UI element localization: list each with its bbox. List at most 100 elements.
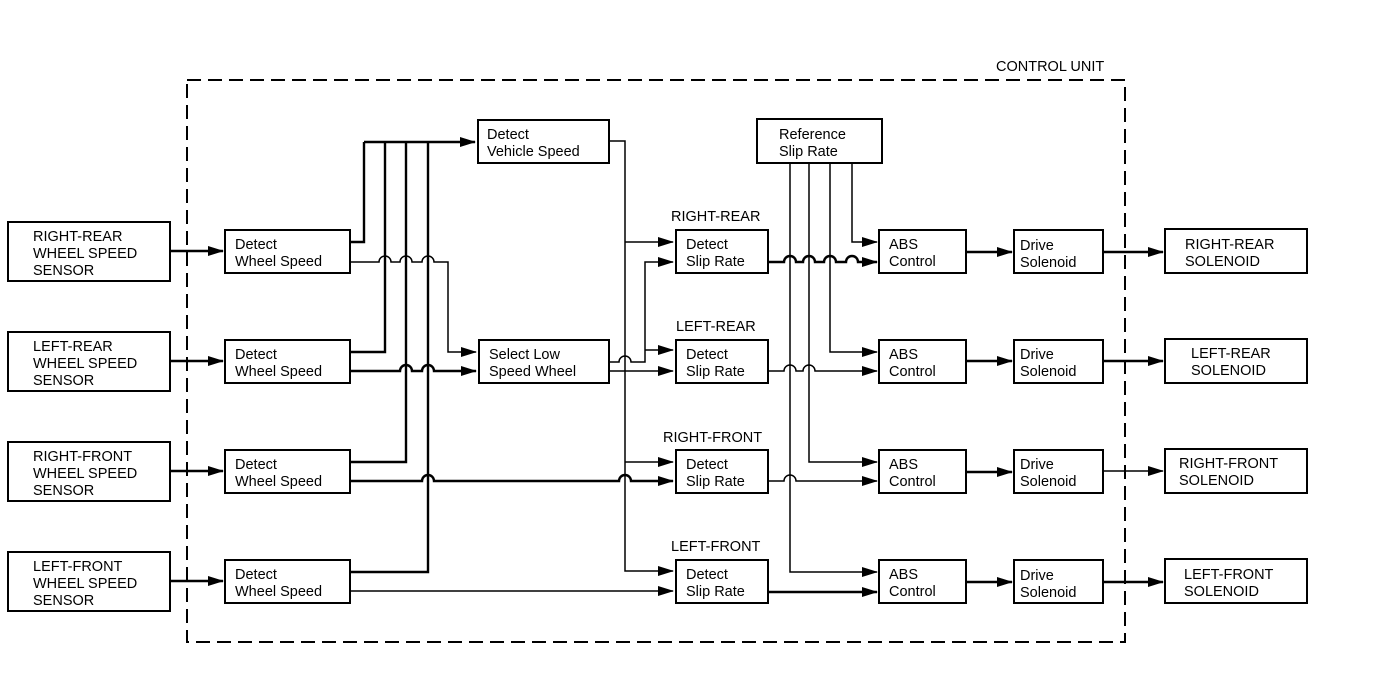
wire-slip-to-abs-lr xyxy=(768,364,878,376)
channel-label-lf: LEFT-FRONT xyxy=(671,539,761,555)
wire-lr-to-bus xyxy=(350,142,387,354)
block-label: ABS xyxy=(889,457,918,473)
detect-wheel-speed-lf: Detect Wheel Speed xyxy=(224,559,351,604)
block-label: Wheel Speed xyxy=(235,364,322,380)
block-label: ABS xyxy=(889,567,918,583)
sensor-label: WHEEL SPEED xyxy=(33,466,137,482)
block-label: Solenoid xyxy=(1020,364,1076,380)
block-label: Detect xyxy=(686,457,728,473)
block-label: Detect xyxy=(487,127,529,143)
block-label: Wheel Speed xyxy=(235,254,322,270)
wire-rr-to-select xyxy=(350,255,477,357)
detect-slip-rate-rf: Detect Slip Rate xyxy=(675,449,769,494)
block-label: Reference xyxy=(779,127,846,143)
drive-solenoid-rr: Drive Solenoid xyxy=(1013,229,1104,274)
block-label: Speed Wheel xyxy=(489,364,576,380)
wire-lr-to-select xyxy=(350,363,477,376)
detect-slip-rate-rr: Detect Slip Rate xyxy=(675,229,769,274)
solenoid-rr: RIGHT-REAR SOLENOID xyxy=(1164,228,1308,274)
solenoid-lf: LEFT-FRONT SOLENOID xyxy=(1164,558,1308,604)
block-label: Detect xyxy=(235,347,277,363)
solenoid-rf: RIGHT-FRONT SOLENOID xyxy=(1164,448,1308,494)
solenoid-label: SOLENOID xyxy=(1185,254,1260,270)
wire-select-to-slip xyxy=(609,257,674,363)
solenoid-label: SOLENOID xyxy=(1184,584,1259,600)
block-label: ABS xyxy=(889,237,918,253)
drive-solenoid-lr: Drive Solenoid xyxy=(1013,339,1104,384)
sensor-rr: RIGHT-REAR WHEEL SPEED SENSOR xyxy=(7,221,171,282)
abs-control-lr: ABS Control xyxy=(878,339,967,384)
wire-slip-to-abs-rr xyxy=(768,254,878,267)
sensor-label: RIGHT-REAR xyxy=(33,229,122,245)
block-label: Detect xyxy=(686,237,728,253)
abs-control-rf: ABS Control xyxy=(878,449,967,494)
reference-slip-rate: Reference Slip Rate xyxy=(756,118,883,164)
block-label: Drive xyxy=(1020,238,1054,254)
block-label: ABS xyxy=(889,347,918,363)
channel-label-rf: RIGHT-FRONT xyxy=(663,430,762,446)
sensor-rf: RIGHT-FRONT WHEEL SPEED SENSOR xyxy=(7,441,171,502)
solenoid-label: LEFT-FRONT xyxy=(1184,567,1274,583)
wire-ref-to-abs-lf xyxy=(789,163,878,577)
block-label: Solenoid xyxy=(1020,585,1076,601)
block-label: Vehicle Speed xyxy=(487,144,580,160)
sensor-label: LEFT-FRONT xyxy=(33,559,123,575)
wire-rf-to-bus xyxy=(350,142,408,464)
solenoid-label: SOLENOID xyxy=(1179,473,1254,489)
block-label: Detect xyxy=(235,567,277,583)
block-label: Control xyxy=(889,364,936,380)
block-label: Slip Rate xyxy=(686,254,745,270)
wire-vehicle-speed-to-slip xyxy=(609,140,674,576)
wire-lf-to-bus xyxy=(350,142,430,574)
detect-wheel-speed-rr: Detect Wheel Speed xyxy=(224,229,351,274)
abs-control-rr: ABS Control xyxy=(878,229,967,274)
drive-solenoid-rf: Drive Solenoid xyxy=(1013,449,1104,494)
sensor-label: WHEEL SPEED xyxy=(33,356,137,372)
channel-label-rr: RIGHT-REAR xyxy=(671,209,760,225)
control-unit-label: CONTROL UNIT xyxy=(996,59,1104,75)
wire-ref-to-abs-rf xyxy=(808,163,878,467)
sensor-label: SENSOR xyxy=(33,483,94,499)
block-label: Detect xyxy=(235,237,277,253)
solenoid-label: RIGHT-REAR xyxy=(1185,237,1274,253)
block-label: Wheel Speed xyxy=(235,584,322,600)
sensor-label: SENSOR xyxy=(33,263,94,279)
block-label: Control xyxy=(889,584,936,600)
block-label: Detect xyxy=(235,457,277,473)
sensor-label: SENSOR xyxy=(33,373,94,389)
block-label: Solenoid xyxy=(1020,255,1076,271)
solenoid-label: SOLENOID xyxy=(1191,363,1266,379)
block-label: Slip Rate xyxy=(779,144,838,160)
sensor-lf: LEFT-FRONT WHEEL SPEED SENSOR xyxy=(7,551,171,612)
block-label: Drive xyxy=(1020,457,1054,473)
detect-slip-rate-lr: Detect Slip Rate xyxy=(675,339,769,384)
detect-wheel-speed-rf: Detect Wheel Speed xyxy=(224,449,351,494)
detect-vehicle-speed: Detect Vehicle Speed xyxy=(477,119,610,164)
block-label: Solenoid xyxy=(1020,474,1076,490)
block-label: Control xyxy=(889,474,936,490)
sensor-lr: LEFT-REAR WHEEL SPEED SENSOR xyxy=(7,331,171,392)
abs-control-lf: ABS Control xyxy=(878,559,967,604)
block-label: Wheel Speed xyxy=(235,474,322,490)
solenoid-label: LEFT-REAR xyxy=(1191,346,1271,362)
block-label: Slip Rate xyxy=(686,364,745,380)
detect-wheel-speed-lr: Detect Wheel Speed xyxy=(224,339,351,384)
solenoid-label: RIGHT-FRONT xyxy=(1179,456,1278,472)
sensor-label: LEFT-REAR xyxy=(33,339,113,355)
block-label: Slip Rate xyxy=(686,474,745,490)
block-label: Select Low xyxy=(489,347,560,363)
sensor-label: RIGHT-FRONT xyxy=(33,449,132,465)
block-label: Detect xyxy=(686,567,728,583)
signal-wires xyxy=(171,137,1164,597)
detect-slip-rate-lf: Detect Slip Rate xyxy=(675,559,769,604)
wire-rr-to-bus xyxy=(350,142,366,244)
wire-ref-to-abs-rr xyxy=(851,163,878,247)
block-label: Drive xyxy=(1020,347,1054,363)
block-label: Detect xyxy=(686,347,728,363)
select-low-speed-wheel: Select Low Speed Wheel xyxy=(478,339,610,384)
wire-rf-to-slip xyxy=(350,473,674,486)
block-label: Slip Rate xyxy=(686,584,745,600)
block-label: Drive xyxy=(1020,568,1054,584)
solenoid-lr: LEFT-REAR SOLENOID xyxy=(1164,338,1308,384)
